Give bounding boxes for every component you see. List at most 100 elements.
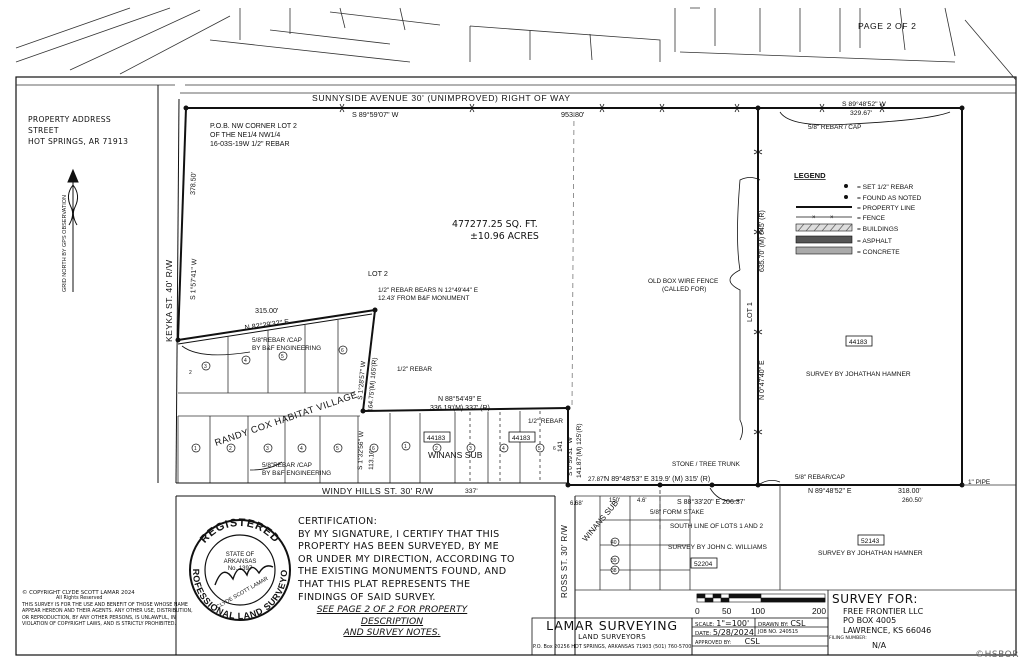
winans-north-bearing: N 88°54'49" E: [438, 395, 482, 403]
scale-50: 50: [722, 606, 732, 616]
randy-cox-label: RANDY COX HABITAT VILLAGE: [213, 389, 359, 448]
set-rebar-symbol: [844, 184, 848, 188]
pob-note-2: OF THE NE1/4 NW1/4: [210, 132, 280, 139]
mid-west-bearing: S 1°28'57" W: [356, 360, 367, 400]
winans-north-dist: 336.19'(M) 337' (R): [430, 405, 490, 412]
lot-line-double: [177, 313, 373, 345]
cert-line-5: THE EXISTING MONUMENTS FOUND, AND: [298, 566, 507, 578]
dist-260-50: 260.50': [902, 497, 923, 504]
date-field: DATE: 5/28/2024: [695, 628, 754, 637]
legend-title: LEGEND: [794, 171, 826, 180]
old-fence-2: (CALLED FOR): [662, 286, 706, 293]
rebar-cap-bf-2: BY B&F ENGINEERING: [252, 345, 321, 352]
legend-asphalt: = ASPHALT: [857, 238, 892, 245]
dashed-line: [571, 111, 575, 409]
south-bearing: N 89°48'53" E 319.9' (M) 315' (R): [604, 474, 710, 483]
filing-field: FILING NUMBER:: [829, 636, 867, 641]
cert-line-7: FINDINGS OF SAID SURVEY.: [298, 591, 436, 603]
lot-winans-5: 5: [538, 446, 541, 452]
windy-hills-lines: [175, 482, 576, 655]
keyka-street-lines: [157, 85, 180, 484]
dist-4-6: 4.6': [637, 498, 647, 504]
fence-x-1: ×: [812, 215, 816, 221]
found-symbol: [844, 195, 848, 199]
copyright-body: THIS SURVEY IS FOR THE USE AND BENEFIT O…: [22, 602, 193, 628]
see-page-note: SEE PAGE 2 OF 2 FOR PROPERTY DESCRIPTION…: [304, 604, 480, 639]
lot-upper-3: 3: [204, 364, 207, 370]
rebar-cap-bf2-1: 5/8"REBAR /CAP: [262, 462, 312, 469]
legend-set-rebar: = SET 1/2" REBAR: [857, 184, 914, 191]
rebar-cap-bf-1: 5/8"REBAR /CAP: [252, 337, 302, 344]
approved-field: APPROVED BY: CSL: [695, 637, 760, 646]
area-acres: ±10.96 ACRES: [470, 231, 539, 242]
lot-upper-2: 2: [189, 370, 192, 376]
lot-lower-1: 1: [194, 446, 197, 452]
ross-label: ROSS ST. 30' R/W: [560, 525, 569, 598]
rebar-bears-1: 1/2" REBAR BEARS N 12°49'44" E: [378, 286, 478, 294]
lot-circles: [191, 345, 620, 575]
page-label: PAGE 2 OF 2: [858, 21, 917, 31]
lot-winans-6: 6: [553, 446, 556, 452]
parcel-boxes: [423, 335, 885, 569]
lot-winans-1: 1: [404, 444, 407, 450]
winans-east-bearing: S 0°59'31" W: [566, 436, 574, 476]
winans-east-dist: 141.87'(M) 125'(R): [576, 423, 583, 478]
survey-for-po: PO BOX 4005: [843, 616, 897, 625]
lower-parcels: [575, 484, 1016, 591]
legend-property-line: = PROPERTY LINE: [857, 205, 916, 212]
job-field: JOB NO. 240515: [758, 629, 798, 635]
seal-top-text: REGISTERED: [198, 517, 282, 546]
form-stake: 5/8" FORM STAKE: [650, 509, 704, 516]
asphalt-symbol: [795, 235, 853, 244]
old-fence-1: OLD BOX WIRE FENCE: [648, 278, 718, 285]
lot2-label: LOT 2: [368, 269, 388, 278]
ne-bearing: S 89°48'52" W: [842, 100, 886, 108]
winans-east-dist2: 141: [557, 441, 564, 452]
rebar-half-2: 1/2" REBAR: [528, 418, 563, 425]
lot-ross-40: 40: [611, 540, 617, 546]
legend-buildings: = BUILDINGS: [857, 226, 899, 233]
survey-for-client: FREE FRONTIER LLC: [843, 606, 924, 616]
rebar-cap-ne: 5/8" REBAR / CAP: [808, 124, 861, 131]
winans-lots: [389, 411, 541, 483]
lot-lower-5: 5: [336, 446, 339, 452]
lot-upper-4: 4: [244, 358, 247, 364]
company-address: P.O. Box 20256 HOT SPRINGS, ARKANSAS 719…: [533, 644, 692, 650]
buildings-symbol: [795, 223, 853, 232]
pob-note-1: P.O.B. NW CORNER LOT 2: [210, 123, 297, 130]
legend-found: = FOUND AS NOTED: [857, 195, 922, 202]
pipe-note: 1" PIPE: [968, 479, 990, 486]
south-east-bearing: N 89°48'52" E: [808, 487, 852, 495]
survey-hamner-2: SURVEY BY JOHATHAN HAMNER: [818, 550, 923, 557]
address-heading: PROPERTY ADDRESS: [28, 115, 112, 124]
parcel-44183-a: 44183: [849, 339, 868, 346]
fence-x-2: ×: [830, 215, 834, 221]
date-label: DATE:: [695, 631, 712, 637]
west-dist: 378.50': [190, 172, 198, 195]
drawn-field: DRAWN BY: CSL: [758, 619, 805, 628]
lot-lower-4: 4: [300, 446, 303, 452]
survey-hamner: SURVEY BY JOHATHAN HAMNER: [806, 371, 911, 378]
stone-note: STONE / TREE TRUNK: [672, 461, 741, 468]
pob-note-3: 16-03S-19W 1/2" REBAR: [210, 141, 290, 148]
rebar-half: 1/2" REBAR: [397, 366, 432, 373]
background-parcel-lines: [15, 7, 1017, 94]
lot-upper-5: 5: [281, 354, 284, 360]
west-small-bearing: S 1°32'56" W: [356, 430, 365, 470]
south-mid-bearing: S 88°33'20" E 206.37': [677, 498, 745, 506]
lot-winans-3: 3: [469, 446, 472, 452]
rebar-cap-se: 5/8" REBAR/CAP: [795, 474, 845, 481]
certification-block: CERTIFICATION: BY MY SIGNATURE, I CERTIF…: [298, 516, 534, 604]
area-sqft: 477277.25 SQ. FT.: [452, 219, 538, 230]
randy-cox-lots: [177, 320, 360, 483]
cert-line-3: PROPERTY HAS BEEN SURVEYED, BY ME: [298, 541, 499, 553]
see-line-1: SEE PAGE 2 OF 2 FOR PROPERTY: [316, 604, 468, 615]
address-city: HOT SPRINGS, AR 71913: [28, 137, 129, 146]
approved-value: CSL: [744, 637, 760, 646]
east-dist: 635.70' (M) 645' (R): [759, 210, 766, 272]
north-bearing: S 89°59'07" W: [352, 110, 399, 119]
drawn-value: CSL: [790, 619, 806, 628]
property-boundary: [177, 107, 963, 486]
lot-upper-6: 6: [341, 348, 344, 354]
north-arrow-label: GRID NORTH BY GPS OBSERVATION: [62, 195, 68, 292]
